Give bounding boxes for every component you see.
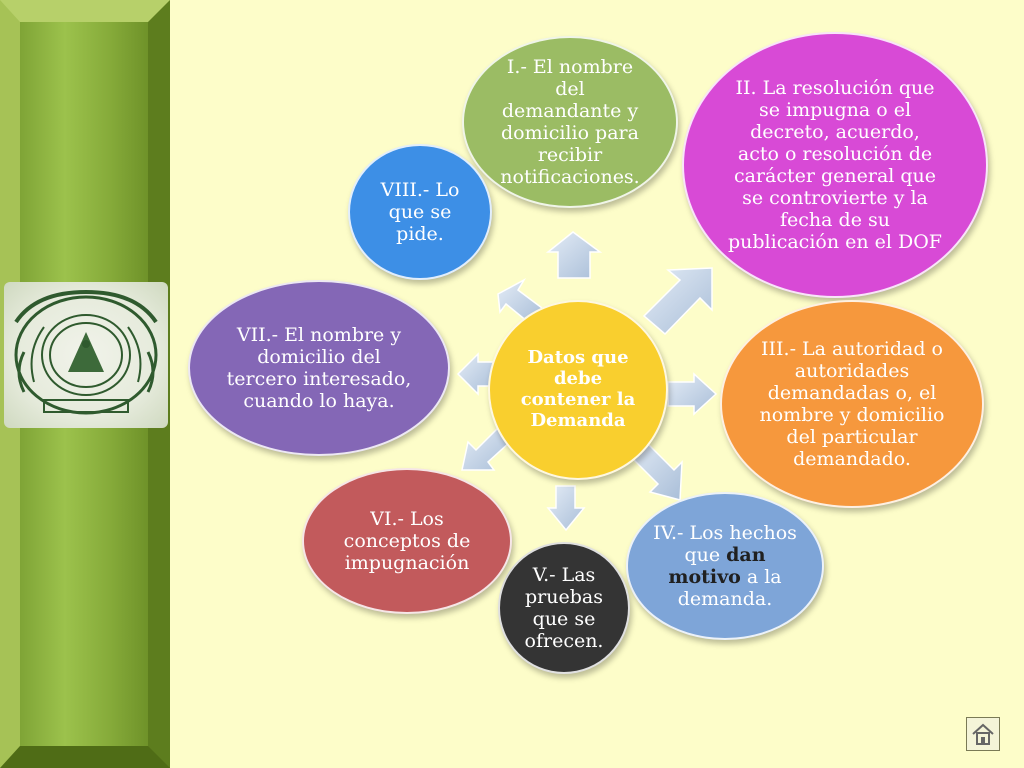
arrow-down-icon (546, 485, 586, 532)
mexican-seal-icon (4, 282, 168, 428)
bubble-item-3: III.- La autoridad o autoridades demanda… (720, 300, 984, 508)
bubble-label: V.- Las pruebas que se ofrecen. (524, 563, 604, 653)
bubble-label: VIII.- Lo que se pide. (380, 178, 460, 246)
bubble-item-7: VII.- El nombre y domicilio del tercero … (188, 280, 450, 456)
arrow-up-icon (545, 231, 603, 279)
bubble-item-6: VI.- Los conceptos de impugnación (302, 468, 512, 614)
bubble-item-4: IV.- Los hechos que dan motivo a la dema… (626, 492, 824, 640)
bubble-item-8: VIII.- Lo que se pide. (348, 144, 492, 280)
bubble-label: III.- La autoridad o autoridades demanda… (759, 337, 945, 471)
bubble-label: II. La resolución que se impugna o el de… (728, 76, 942, 254)
home-icon (972, 723, 994, 745)
bubble-item-1: I.- El nombre del demandante y domicilio… (462, 36, 678, 208)
arrow-up-right-icon (642, 267, 713, 336)
home-button[interactable] (966, 717, 1000, 751)
bubble-item-5: V.- Las pruebas que se ofrecen. (498, 542, 630, 674)
arrow-right-icon (667, 372, 718, 416)
center-label: Datos que debe contener la Demanda (520, 347, 636, 431)
center-bubble: Datos que debe contener la Demanda (488, 300, 668, 480)
bubble-label: VI.- Los conceptos de impugnación (343, 507, 471, 575)
bubble-label: IV.- Los hechos que dan motivo a la dema… (653, 521, 797, 611)
bubble-label: I.- El nombre del demandante y domicilio… (500, 55, 640, 189)
bubble-item-2: II. La resolución que se impugna o el de… (682, 32, 988, 298)
bubble-label: VII.- El nombre y domicilio del tercero … (226, 323, 412, 413)
